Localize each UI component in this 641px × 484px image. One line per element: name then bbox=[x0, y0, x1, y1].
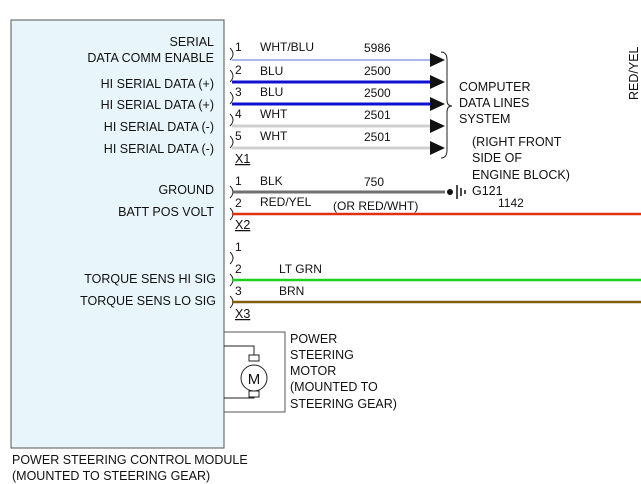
computer-data-line3: SYSTEM bbox=[459, 112, 510, 126]
computer-data-line1: COMPUTER bbox=[459, 80, 531, 94]
control-module-box bbox=[10, 19, 225, 449]
pin-label-hi-serial-minus-2: HI SERIAL DATA (-) bbox=[104, 142, 214, 156]
x2-pin-1: 1 bbox=[235, 174, 242, 188]
connector-x1 bbox=[229, 47, 234, 149]
ground-location-line3: ENGINE BLOCK) bbox=[472, 168, 570, 182]
x3-connector-name: X3 bbox=[235, 307, 250, 321]
arrowheads bbox=[430, 53, 445, 155]
x1-wire1-circuit: 5986 bbox=[364, 41, 391, 55]
x2-wire2-circuit: 1142 bbox=[498, 196, 524, 210]
data-lines-bracket bbox=[440, 51, 453, 159]
x1-wire3-circuit: 2500 bbox=[364, 86, 391, 100]
motor-label-line2: STEERING bbox=[290, 348, 354, 362]
x3-pin-3: 3 bbox=[235, 284, 242, 298]
module-name-line2: (MOUNTED TO STEERING GEAR) bbox=[12, 469, 210, 483]
x2-wire1-color: BLK bbox=[260, 174, 283, 188]
x1-pin-1: 1 bbox=[235, 40, 242, 54]
module-name-line1: POWER STEERING CONTROL MODULE bbox=[12, 453, 248, 467]
x1-wire5-circuit: 2501 bbox=[364, 130, 391, 144]
x1-pin-5: 5 bbox=[235, 129, 242, 143]
x3-pin-1: 1 bbox=[235, 240, 242, 254]
x2-pin-2: 2 bbox=[235, 196, 242, 210]
x1-wire4-color: WHT bbox=[260, 107, 288, 121]
x3-wire3-color: BRN bbox=[279, 284, 304, 298]
x1-connector-name: X1 bbox=[235, 152, 250, 166]
x2-wire2-color: RED/YEL bbox=[260, 195, 312, 209]
x2-wire2-alt: (OR RED/WHT) bbox=[333, 199, 418, 213]
x1-wire3-color: BLU bbox=[260, 85, 283, 99]
motor-label-line3: MOTOR bbox=[290, 364, 336, 378]
motor-label-line4: (MOUNTED TO bbox=[290, 380, 378, 394]
motor-label-line1: POWER bbox=[290, 332, 337, 346]
x1-wire2-color: BLU bbox=[260, 64, 283, 78]
x2-connector-name: X2 bbox=[235, 218, 250, 232]
pin-label-hi-serial-minus-1: HI SERIAL DATA (-) bbox=[104, 120, 214, 134]
x1-pin-4: 4 bbox=[235, 107, 242, 121]
x2-wire1-circuit: 750 bbox=[364, 175, 384, 189]
pin-label-serial: SERIAL bbox=[170, 35, 215, 49]
x3-wire2-color: LT GRN bbox=[279, 262, 322, 276]
x1-pin-2: 2 bbox=[235, 63, 242, 77]
pin-label-hi-serial-plus-2: HI SERIAL DATA (+) bbox=[101, 98, 214, 112]
computer-data-line2: DATA LINES bbox=[459, 96, 529, 110]
ground-symbol-icon bbox=[447, 185, 466, 199]
pin-label-ground: GROUND bbox=[158, 183, 214, 197]
x1-wire1-color: WHT/BLU bbox=[260, 40, 314, 54]
pin-label-batt-pos-volt: BATT POS VOLT bbox=[118, 205, 214, 219]
pin-label-torque-lo: TORQUE SENS LO SIG bbox=[80, 294, 216, 308]
motor-label-line5: STEERING GEAR) bbox=[290, 397, 397, 411]
pin-label-torque-hi: TORQUE SENS HI SIG bbox=[84, 272, 216, 286]
motor-icon: M bbox=[248, 371, 261, 388]
x1-wire5-color: WHT bbox=[260, 129, 288, 143]
pin-label-hi-serial-plus-1: HI SERIAL DATA (+) bbox=[101, 77, 214, 91]
x1-wire2-circuit: 2500 bbox=[364, 64, 391, 78]
ground-name: G121 bbox=[472, 184, 503, 198]
edge-wire-label: RED/YEL bbox=[627, 46, 641, 100]
pin-label-data-comm-enable: DATA COMM ENABLE bbox=[87, 51, 214, 65]
ground-location-line1: (RIGHT FRONT bbox=[472, 135, 562, 149]
x1-pin-3: 3 bbox=[235, 85, 242, 99]
x1-wire4-circuit: 2501 bbox=[364, 108, 391, 122]
ground-location-line2: SIDE OF bbox=[472, 151, 522, 165]
x3-pin-2: 2 bbox=[235, 262, 242, 276]
motor-symbol bbox=[224, 345, 268, 399]
